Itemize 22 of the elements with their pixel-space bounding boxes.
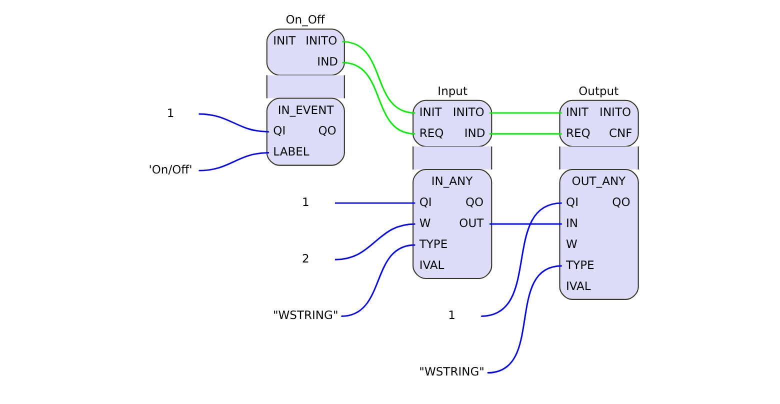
node-text: 1 xyxy=(302,194,310,209)
connector xyxy=(490,112,562,114)
connector xyxy=(334,223,416,260)
node-label: Output xyxy=(578,84,619,98)
connector xyxy=(198,152,269,172)
connector xyxy=(335,202,416,204)
node-text: 1 xyxy=(166,106,174,120)
connector xyxy=(341,244,416,317)
node-text: 2 xyxy=(302,252,310,266)
connector xyxy=(487,265,562,374)
connector xyxy=(342,62,416,135)
node-text: 1 xyxy=(448,308,456,322)
connector xyxy=(342,40,416,114)
connector xyxy=(490,223,562,225)
node-label: Input xyxy=(438,84,468,98)
node-text: 'On/Off' xyxy=(148,162,192,176)
node-label: On_Off xyxy=(286,12,325,27)
connector xyxy=(481,202,562,317)
node-text: "WSTRING" xyxy=(273,308,338,322)
connector xyxy=(198,113,269,133)
connector xyxy=(490,133,562,135)
node-text: "WSTRING" xyxy=(419,364,484,379)
